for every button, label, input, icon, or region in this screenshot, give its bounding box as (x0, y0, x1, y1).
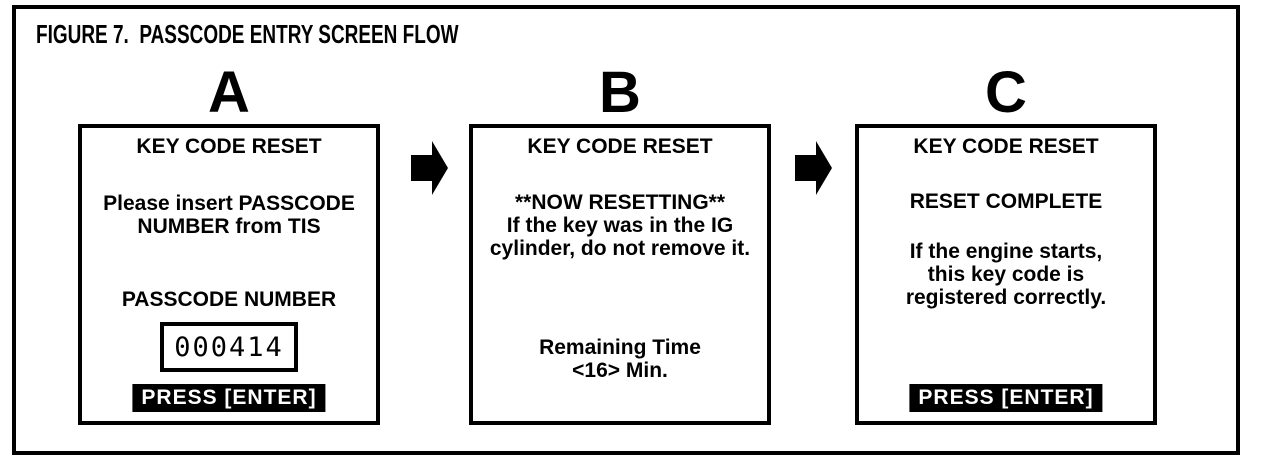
screen-b-message-line: **NOW RESETTING** (514, 191, 726, 214)
reset-complete-status: RESET COMPLETE (909, 190, 1103, 213)
screen-a-message-line: NUMBER from TIS (137, 215, 321, 238)
press-enter-button: PRESS [ENTER] (909, 384, 1103, 412)
screen-a-message-line: Please insert PASSCODE (103, 192, 355, 215)
passcode-field: 000414 (160, 322, 298, 372)
passcode-value: 000414 (174, 331, 284, 363)
panel-letter-c: C (985, 60, 1027, 125)
panel-letter-a: A (208, 60, 250, 125)
screen-b-message-line: If the key was in the IG (506, 214, 734, 237)
screen-c-message-line: this key code is (927, 263, 1085, 286)
press-enter-button: PRESS [ENTER] (132, 384, 326, 412)
remaining-time-label: Remaining Time (539, 336, 701, 359)
screen-b-title: KEY CODE RESET (527, 135, 713, 158)
screen-b: KEY CODE RESET **NOW RESETTING** If the … (469, 124, 771, 425)
passcode-field-label: PASSCODE NUMBER (121, 288, 337, 311)
screen-a-title: KEY CODE RESET (136, 135, 322, 158)
flow-arrow-icon (411, 141, 448, 195)
screen-c-message-line: registered correctly. (905, 286, 1107, 309)
screen-b-message-line: cylinder, do not remove it. (489, 237, 751, 260)
screen-c: KEY CODE RESET RESET COMPLETE If the eng… (855, 124, 1157, 425)
panel-letter-b: B (599, 60, 641, 125)
screen-c-message-line: If the engine starts, (909, 240, 1103, 263)
screen-c-title: KEY CODE RESET (913, 135, 1099, 158)
figure-frame: FIGURE 7. PASSCODE ENTRY SCREEN FLOW A K… (12, 5, 1240, 455)
screen-a: KEY CODE RESET Please insert PASSCODE NU… (78, 124, 380, 425)
figure-title: FIGURE 7. PASSCODE ENTRY SCREEN FLOW (36, 19, 459, 49)
flow-arrow-icon (795, 141, 832, 195)
remaining-time-value: <16> Min. (572, 359, 668, 382)
